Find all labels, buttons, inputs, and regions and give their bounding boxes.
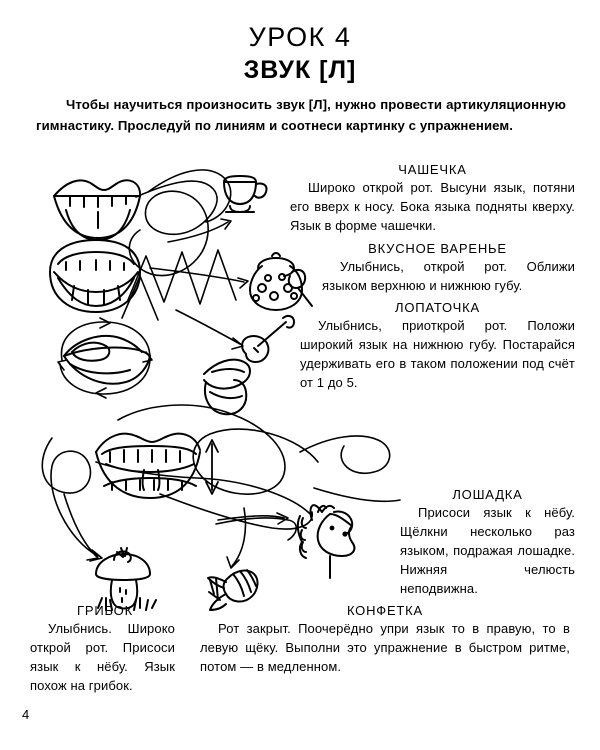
maze-zigzag (121, 249, 237, 321)
lesson-title: УРОК 4 (248, 22, 352, 52)
shovel-icon (241, 314, 295, 363)
maze-lines (128, 169, 232, 277)
exercise-body-jam: Улыбнись, открой рот. Оближи языком верх… (322, 259, 575, 293)
exercise-title-spatula: ЛОПАТОЧКА (395, 300, 480, 315)
teacup-icon (223, 175, 268, 213)
exercise-title-cup: ЧАШЕЧКА (398, 162, 467, 177)
mouth-cup-shape-icon (53, 179, 141, 241)
up-down-arrow-icon (205, 439, 219, 495)
mushroom-icon (95, 547, 157, 611)
maze-to-horse (217, 512, 289, 525)
maze-right-sweep (299, 435, 401, 503)
mouth-mushroom-tongue-icon (95, 432, 201, 499)
licking-arrows (57, 317, 153, 399)
mouth-wide-open-tongue-icon (49, 239, 141, 313)
sound-title: ЗВУК [Л] (243, 56, 357, 84)
maze-to-mushroom (63, 493, 99, 561)
intro-paragraph: Чтобы научиться произносить звук [Л], ну… (36, 97, 566, 134)
page-number: 4 (22, 707, 30, 722)
exercise-body-horse: Присоси язык к нёбу. Щёлкни несколько ра… (400, 505, 575, 596)
exercise-title-horse: ЛОШАДКА (452, 487, 523, 502)
exercise-title-candy: КОНФЕТКА (346, 603, 424, 618)
mouth-profile-open-icon (203, 358, 251, 416)
exercise-body-cup: Широко открой рот. Высуни язык, потяни е… (290, 180, 575, 233)
exercise-title-mushroom: ГРИБОК (77, 603, 133, 618)
exercise-title-jam: ВКУСНОЕ ВАРЕНЬЕ (368, 241, 507, 256)
exercise-body-mushroom: Улыбнись. Широко открой рот. Присоси язы… (30, 621, 175, 693)
exercise-body-spatula: Улыбнись, приоткрой рот. Положи широкий … (300, 318, 575, 390)
maze-lower (41, 404, 319, 562)
exercise-body-candy: Рот закрыт. Поочерёдно упри язык то в пр… (200, 621, 570, 674)
jam-jar-icon (249, 252, 303, 311)
maze-to-jam (149, 267, 249, 289)
horse-head-icon (296, 504, 356, 579)
lips-licking-icon (63, 335, 151, 385)
maze-to-shovel (175, 309, 244, 350)
maze-to-candy (226, 507, 247, 569)
